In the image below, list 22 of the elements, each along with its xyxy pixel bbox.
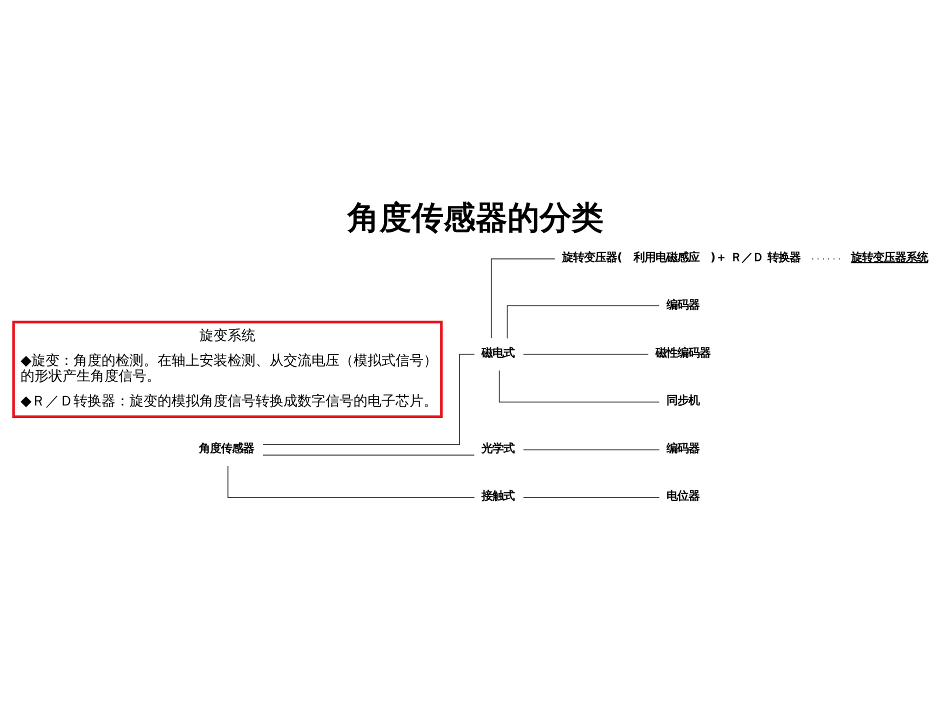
diagram-title: 角度传感器的分类 <box>347 198 604 236</box>
node-text: 电位器 <box>666 488 700 502</box>
node-text: 接触式 <box>482 488 515 502</box>
node-text: 旋转变压器系统 <box>851 250 928 264</box>
node-text: 磁电式 <box>482 344 515 359</box>
connector <box>227 465 475 498</box>
connector <box>498 370 660 402</box>
node-text: 同步机 <box>666 392 700 407</box>
connector <box>490 258 556 338</box>
connector <box>506 304 660 338</box>
node-text: 旋转变压器( 利用电磁感应 )＋ Ｒ／Ｄ 转换器 <box>562 250 801 264</box>
node-text: 光学式 <box>482 440 515 454</box>
connector <box>522 448 660 450</box>
node-text: 编码器 <box>666 297 700 312</box>
connector <box>522 496 660 498</box>
connector <box>522 353 649 354</box>
connector <box>262 353 475 444</box>
connector <box>262 454 475 456</box>
node-text: 磁性编码器 <box>655 344 710 359</box>
node-text: 编码器 <box>666 440 700 454</box>
node-text: 角度传感器 <box>199 440 254 454</box>
node-box: 旋变系统 ◆旋变：角度的检测。在轴上安装检测、从交流电压（模拟式信号）的形状产生角度信号。 ◆Ｒ／Ｄ转换器：旋变的模拟角度信号转换成数字信号的电子芯片。 <box>12 320 443 418</box>
